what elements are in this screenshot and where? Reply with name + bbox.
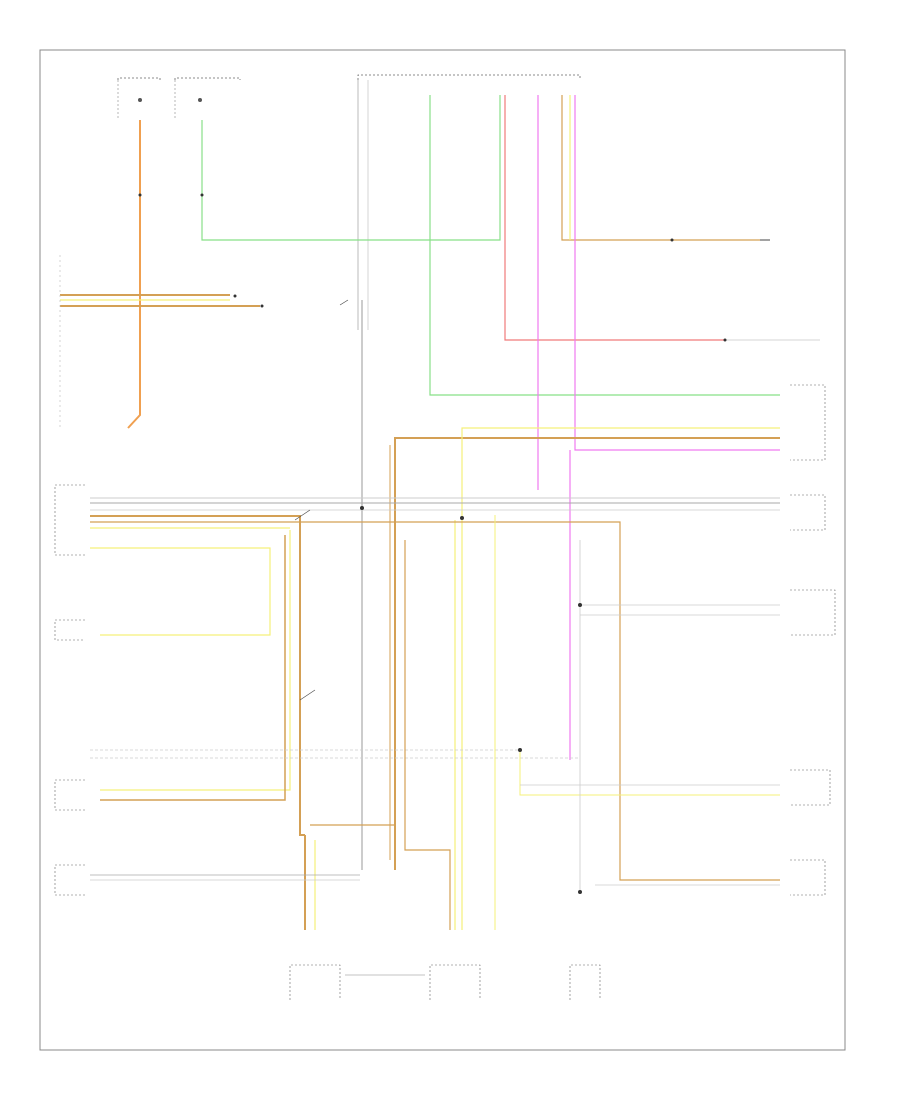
left-connectors: [54, 255, 85, 896]
wire-tan-main: [394, 437, 780, 870]
wire-green-1: [201, 95, 501, 241]
main-module-connector: [357, 74, 581, 870]
wire-orange: [127, 120, 141, 429]
wire-tan-top: [561, 95, 760, 241]
wire-magenta-2: [574, 95, 780, 451]
bottom-connectors: [289, 964, 601, 1000]
fuse-block-top-left: [117, 77, 241, 120]
junction-dots: [138, 193, 727, 894]
wire-yellow-1: [461, 427, 780, 930]
wire-red: [504, 95, 725, 341]
right-connectors: [725, 239, 836, 896]
switch-symbols: [294, 299, 349, 701]
diagram-frame: [39, 49, 846, 1051]
wire-green-2: [429, 95, 780, 396]
